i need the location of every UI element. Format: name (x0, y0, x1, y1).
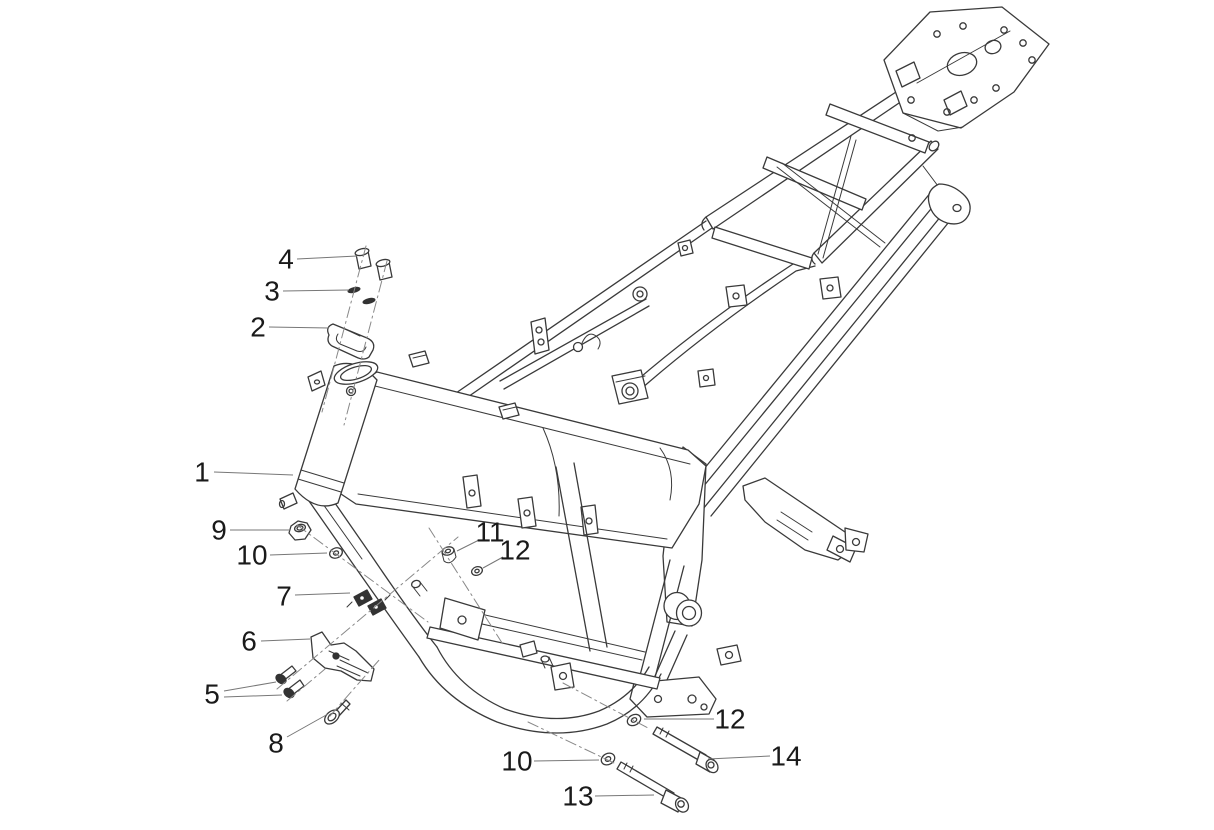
callout-leader-3 (282, 289, 350, 292)
part-4-screws (354, 247, 393, 281)
callout-label-7-6[interactable]: 7 (276, 581, 292, 612)
part-7-clip-stack (346, 589, 391, 616)
part-12-washer-mid (470, 565, 484, 577)
callout-leader-5 (223, 694, 283, 698)
callout-label-2-2[interactable]: 2 (250, 312, 266, 343)
part-5-bolts (275, 665, 305, 699)
centerlines (276, 245, 651, 764)
callout-label-12-12[interactable]: 12 (714, 704, 745, 735)
callout-leader-11 (456, 539, 480, 552)
callout-leader-4 (296, 255, 358, 260)
part-9-nut (288, 520, 312, 541)
cradle (308, 492, 662, 734)
callout-label-4-0[interactable]: 4 (278, 244, 294, 275)
callout-label-10-14[interactable]: 10 (501, 746, 532, 777)
callout-label-12-11[interactable]: 12 (499, 535, 530, 566)
callout-label-9-4[interactable]: 9 (211, 515, 227, 546)
callout-label-1-3[interactable]: 1 (194, 457, 210, 488)
tail-plate (883, 6, 1050, 142)
callout-leader-13 (594, 794, 655, 797)
callout-label-3-1[interactable]: 3 (264, 276, 280, 307)
callout-leader-2 (268, 326, 330, 329)
callout-label-6-7[interactable]: 6 (241, 626, 257, 657)
part-10-washer-rear (600, 752, 616, 766)
callout-leader-10 (269, 552, 328, 556)
mid-tubes (555, 462, 688, 681)
callout-label-14-13[interactable]: 14 (770, 741, 801, 772)
subframe (455, 6, 1050, 517)
part-13-bolt (616, 761, 690, 813)
part-3-washers (347, 286, 376, 305)
part-14-bolt (652, 726, 719, 774)
callout-leader-1 (213, 471, 294, 476)
callout-leader-7 (294, 592, 351, 596)
part-11-spacer (441, 546, 457, 564)
callout-leader-8 (286, 713, 329, 738)
callout-leader-14 (707, 755, 771, 760)
part-2-bracket (327, 323, 375, 360)
part-6-bracket-plate (310, 631, 375, 682)
callout-label-5-8[interactable]: 5 (204, 679, 220, 710)
callout-label-10-5[interactable]: 10 (236, 540, 267, 571)
callout-leader-12 (482, 556, 504, 569)
callout-label-11-10[interactable]: 11 (475, 517, 504, 548)
part-8-rivet (324, 699, 351, 725)
footpeg-bracket (742, 477, 869, 563)
frame-artwork (275, 6, 1050, 813)
callout-label-8-9[interactable]: 8 (268, 728, 284, 759)
callout-leader-6 (260, 638, 311, 642)
main-spar (337, 333, 707, 549)
callout-leader-10 (533, 759, 600, 762)
callout-leader-5 (223, 681, 277, 692)
callout-label-13-15[interactable]: 13 (562, 781, 593, 812)
part-1-head-tube (278, 361, 379, 510)
